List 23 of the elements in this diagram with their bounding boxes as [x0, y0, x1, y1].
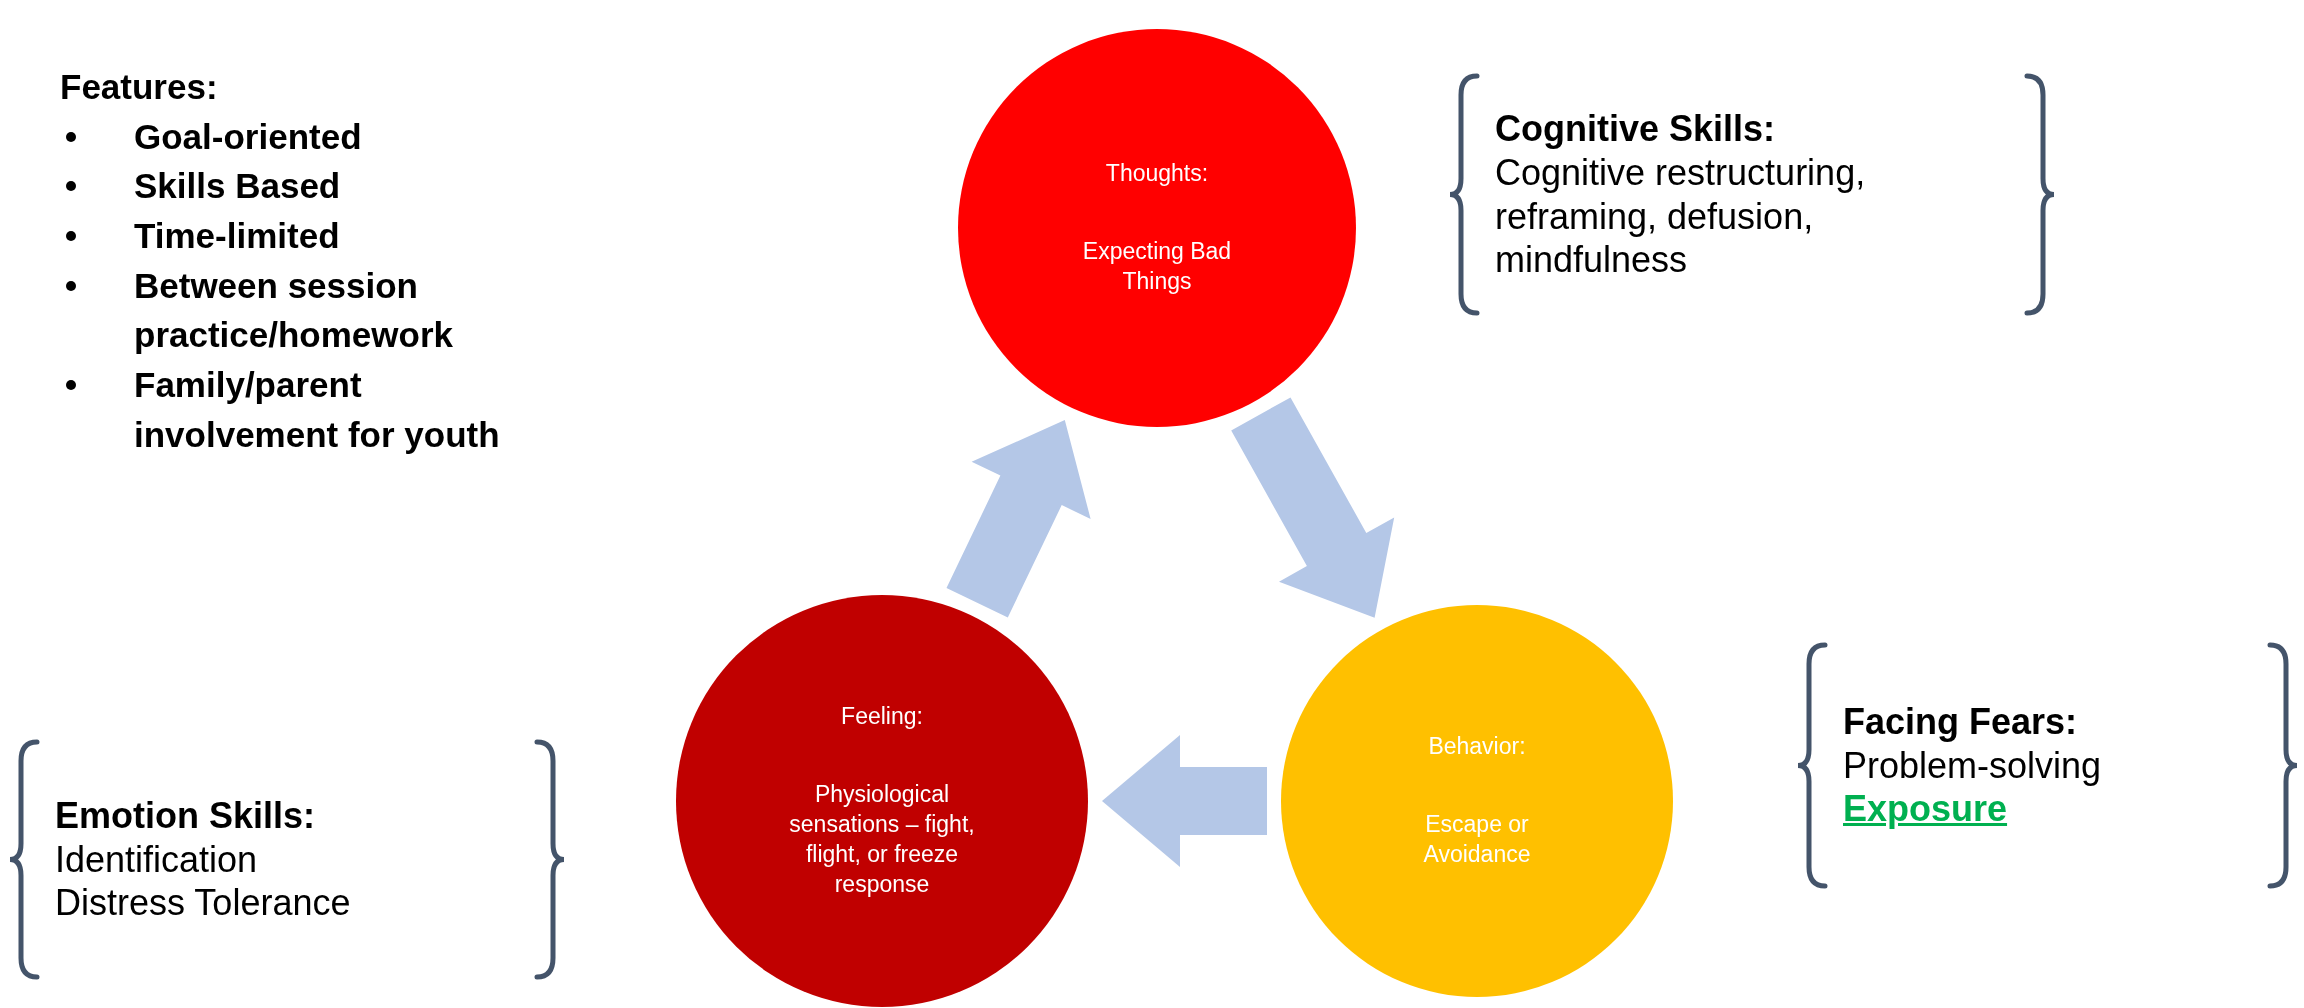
section-text: Problem-solving	[1843, 743, 2103, 788]
section-text: Cognitive restructuring, reframing, defusion, mindfulness	[1495, 150, 1867, 283]
section-heading: Cognitive Skills:	[1495, 106, 1777, 151]
section-text: Identification	[55, 837, 259, 882]
node-heading: Thoughts:	[1105, 159, 1209, 189]
node-heading: Feeling:	[841, 702, 923, 732]
node-text: Expecting Bad Things	[1081, 237, 1233, 296]
list-item: Between session practice/homework	[134, 264, 454, 357]
section-heading: Emotion Skills:	[55, 793, 317, 838]
block-arrow	[1102, 735, 1267, 867]
section-heading: Facing Fears:	[1843, 699, 2079, 744]
node-text: Escape or Avoidance	[1422, 810, 1532, 869]
block-arrow	[946, 420, 1091, 618]
list-item: Family/parent involvement for youth	[134, 364, 501, 456]
link-text: Exposure	[1843, 787, 2008, 832]
node-heading: Behavior:	[1428, 732, 1526, 762]
list-item: Goal-oriented	[134, 115, 363, 158]
section-text: Distress Tolerance	[55, 881, 352, 926]
node-text: Physiological sensations – fight, flight, or freeze response	[788, 780, 976, 899]
list-item: Skills Based	[134, 165, 342, 208]
list-heading: Features:	[60, 66, 219, 108]
block-arrow	[1231, 397, 1395, 618]
list-item: Time-limited	[134, 215, 341, 258]
